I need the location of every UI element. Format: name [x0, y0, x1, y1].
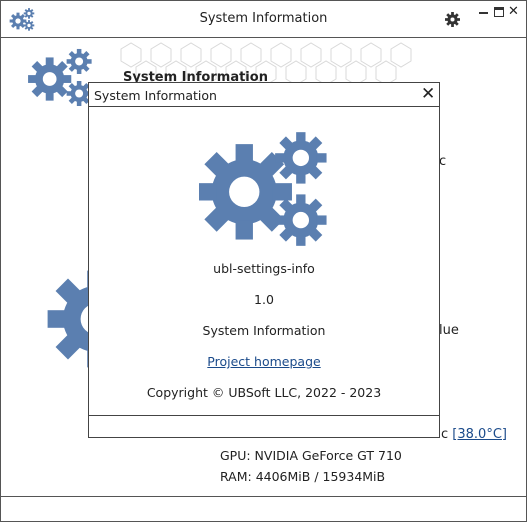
dialog-title-bar: System Information ✕ [89, 83, 439, 107]
page-heading: System Information [123, 70, 268, 85]
ram-info: RAM: 4406MiB / 15934MiB [220, 469, 386, 484]
dialog-title: System Information [94, 88, 217, 103]
main-content: System Information c lue c [38.0°C] GPU:… [1, 39, 526, 496]
hexagon-pattern-decoration [120, 42, 412, 86]
cpu-temperature-suffix: c [441, 427, 449, 442]
app-description: System Information [202, 323, 326, 338]
gear-icon[interactable] [444, 11, 461, 28]
app-version: 1.0 [254, 292, 274, 307]
close-icon[interactable]: ✕ [508, 4, 519, 19]
about-dialog: System Information ✕ ubl-settings-info 1… [88, 82, 440, 438]
gears-icon [28, 48, 92, 107]
dialog-footer [89, 415, 439, 437]
app-name: ubl-settings-info [213, 261, 315, 276]
cpu-temperature: c [38.0°C] [441, 427, 507, 442]
obscured-text-fragment: lue [439, 323, 459, 338]
gears-icon [199, 132, 327, 246]
window-title: System Information [199, 11, 328, 26]
title-bar: System Information ✕ [1, 1, 526, 38]
minimize-icon[interactable] [479, 8, 488, 14]
maximize-icon[interactable] [494, 7, 504, 17]
copyright-text: Copyright © UBSoft LLC, 2022 - 2023 [146, 385, 382, 400]
dialog-close-button[interactable]: ✕ [421, 84, 436, 104]
cpu-temperature-link[interactable]: [38.0°C] [452, 427, 507, 442]
obscured-text-fragment: c [439, 154, 447, 169]
project-homepage-link[interactable]: Project homepage [207, 354, 321, 369]
gpu-info: GPU: NVIDIA GeForce GT 710 [220, 448, 402, 463]
status-bar [1, 496, 526, 521]
